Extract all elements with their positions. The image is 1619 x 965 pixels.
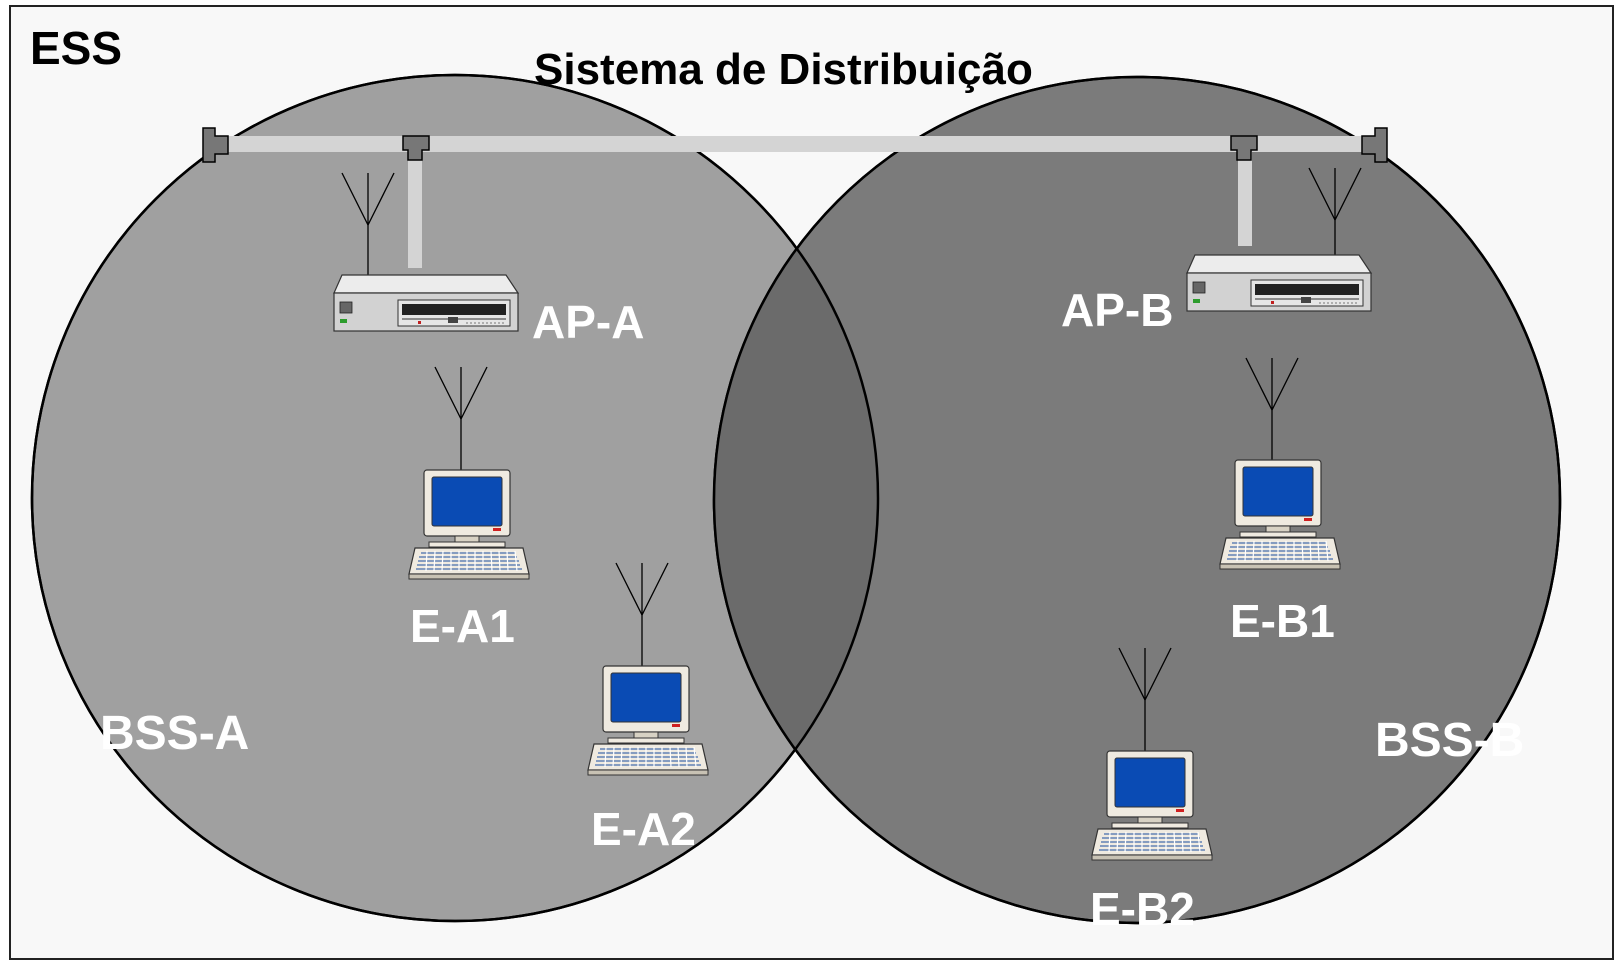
ap-a-label: AP-A: [532, 296, 644, 348]
access-point-icon: [1186, 254, 1372, 312]
access-point-icon: [333, 274, 519, 332]
e-a2-label: E-A2: [591, 803, 696, 855]
bss-a-label: BSS-A: [100, 707, 249, 760]
e-b1-label: E-B1: [1230, 595, 1335, 647]
ess-label: ESS: [30, 22, 122, 74]
t-connector-a-icon: [402, 135, 430, 161]
distribution-backbone: [202, 127, 1388, 268]
bss-b-outline: [712, 75, 1562, 925]
terminator-right-icon: [1361, 127, 1388, 163]
e-b2-label: E-B2: [1090, 883, 1195, 935]
t-connector-b-icon: [1230, 135, 1258, 161]
distribution-system-label: Sistema de Distribuição: [534, 45, 1033, 94]
bss-a-outline: [30, 73, 880, 923]
e-a1-label: E-A1: [410, 600, 515, 652]
bss-b-label: BSS-B: [1375, 714, 1524, 767]
ap-b-label: AP-B: [1061, 284, 1173, 336]
terminator-left-icon: [202, 127, 229, 163]
